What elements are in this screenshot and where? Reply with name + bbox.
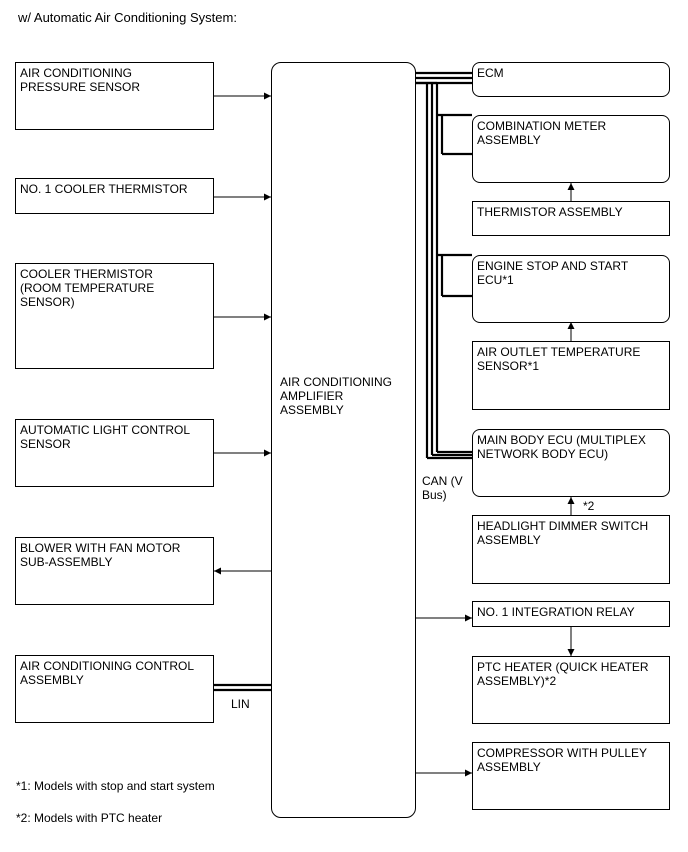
box-light-control-sensor: AUTOMATIC LIGHT CONTROL SENSOR	[15, 419, 214, 487]
box-ac-control-assembly: AIR CONDITIONING CONTROL ASSEMBLY	[15, 655, 214, 723]
box-compressor: COMPRESSOR WITH PULLEY ASSEMBLY	[472, 742, 670, 810]
box-room-temp-sensor: COOLER THERMISTOR (ROOM TEMPERATURE SENS…	[15, 263, 214, 369]
page-title: w/ Automatic Air Conditioning System:	[18, 10, 237, 25]
box-label: COMPRESSOR WITH PULLEY ASSEMBLY	[477, 746, 648, 774]
lin-bus-label: LIN	[231, 697, 250, 711]
box-label: ENGINE STOP AND START ECU*1	[477, 259, 629, 287]
box-main-body-ecu: MAIN BODY ECU (MULTIPLEX NETWORK BODY EC…	[472, 429, 670, 497]
box-ecm: ECM	[472, 62, 670, 97]
ac-amplifier-assembly: AIR CONDITIONING AMPLIFIER ASSEMBLY	[271, 62, 416, 818]
box-label: ECM	[477, 66, 504, 80]
amplifier-label: AIR CONDITIONING AMPLIFIER ASSEMBLY	[280, 375, 393, 417]
box-cooler-thermistor: NO. 1 COOLER THERMISTOR	[15, 178, 214, 214]
box-label: THERMISTOR ASSEMBLY	[477, 205, 623, 219]
box-ptc-heater: PTC HEATER (QUICK HEATER ASSEMBLY)*2	[472, 656, 670, 724]
box-air-outlet-temp-sensor: AIR OUTLET TEMPERATURE SENSOR*1	[472, 341, 670, 410]
footnote-stop-start: *1: Models with stop and start system	[16, 779, 215, 793]
box-thermistor-assembly: THERMISTOR ASSEMBLY	[472, 201, 670, 236]
box-label: AIR CONDITIONING CONTROL ASSEMBLY	[20, 659, 195, 687]
box-label: AIR CONDITIONING PRESSURE SENSOR	[20, 66, 141, 94]
box-label: NO. 1 COOLER THERMISTOR	[20, 182, 188, 196]
box-blower-fan-motor: BLOWER WITH FAN MOTOR SUB-ASSEMBLY	[15, 537, 214, 605]
can-bus	[416, 71, 472, 460]
box-label: HEADLIGHT DIMMER SWITCH ASSEMBLY	[477, 519, 649, 547]
box-engine-stop-start-ecu: ENGINE STOP AND START ECU*1	[472, 255, 670, 323]
box-label: BLOWER WITH FAN MOTOR SUB-ASSEMBLY	[20, 541, 181, 569]
box-label: COOLER THERMISTOR (ROOM TEMPERATURE SENS…	[20, 267, 155, 309]
footnote-ptc-heater: *2: Models with PTC heater	[16, 811, 163, 825]
box-combination-meter: COMBINATION METER ASSEMBLY	[472, 115, 670, 183]
box-label: AIR OUTLET TEMPERATURE SENSOR*1	[477, 345, 641, 373]
box-integration-relay: NO. 1 INTEGRATION RELAY	[472, 601, 670, 627]
box-label: PTC HEATER (QUICK HEATER ASSEMBLY)*2	[477, 660, 649, 688]
box-label: AUTOMATIC LIGHT CONTROL SENSOR	[20, 423, 191, 451]
lin-bus	[214, 683, 271, 692]
box-pressure-sensor: AIR CONDITIONING PRESSURE SENSOR	[15, 62, 214, 130]
box-label: NO. 1 INTEGRATION RELAY	[477, 605, 635, 619]
ptc-note-label: *2	[583, 499, 595, 513]
can-bus-label: CAN (V Bus)	[422, 474, 463, 502]
box-label: COMBINATION METER ASSEMBLY	[477, 119, 607, 147]
box-label: MAIN BODY ECU (MULTIPLEX NETWORK BODY EC…	[477, 433, 646, 461]
box-headlight-dimmer-switch: HEADLIGHT DIMMER SWITCH ASSEMBLY	[472, 515, 670, 584]
